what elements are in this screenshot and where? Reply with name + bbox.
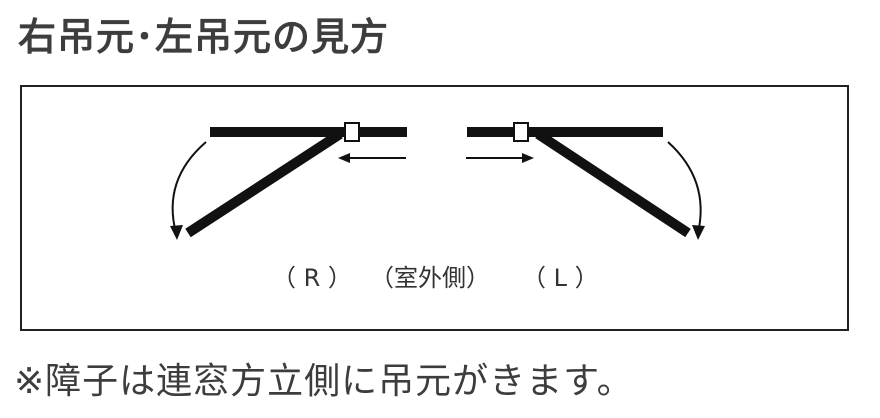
left-direction-arrowhead <box>522 153 534 163</box>
label-left-hinge: （ L ） <box>522 264 599 292</box>
right-swing-arrowhead <box>170 225 183 240</box>
footnote: ※障子は連窓方立側に吊元がきます。 <box>14 361 634 402</box>
left-swing-arrowhead <box>692 225 705 240</box>
label-right-hinge: （ R ） <box>272 264 352 292</box>
left-door-closed-sash <box>467 127 663 137</box>
diagram-frame <box>20 85 849 331</box>
right-door-closed-sash <box>210 127 407 137</box>
page-title: 右吊元･左吊元の見方 <box>18 15 390 59</box>
left-hinge-pivot <box>513 122 529 142</box>
right-door-open-sash <box>185 129 343 238</box>
right-swing-arrow <box>171 141 207 234</box>
left-swing-arrow <box>667 141 702 234</box>
left-door-open-sash <box>535 129 691 238</box>
right-hinge-pivot <box>344 122 360 142</box>
label-outside: （室外側） <box>370 264 490 292</box>
left-hinge-door <box>466 122 705 240</box>
right-direction-arrowhead <box>338 153 350 163</box>
right-hinge-door <box>170 122 407 240</box>
